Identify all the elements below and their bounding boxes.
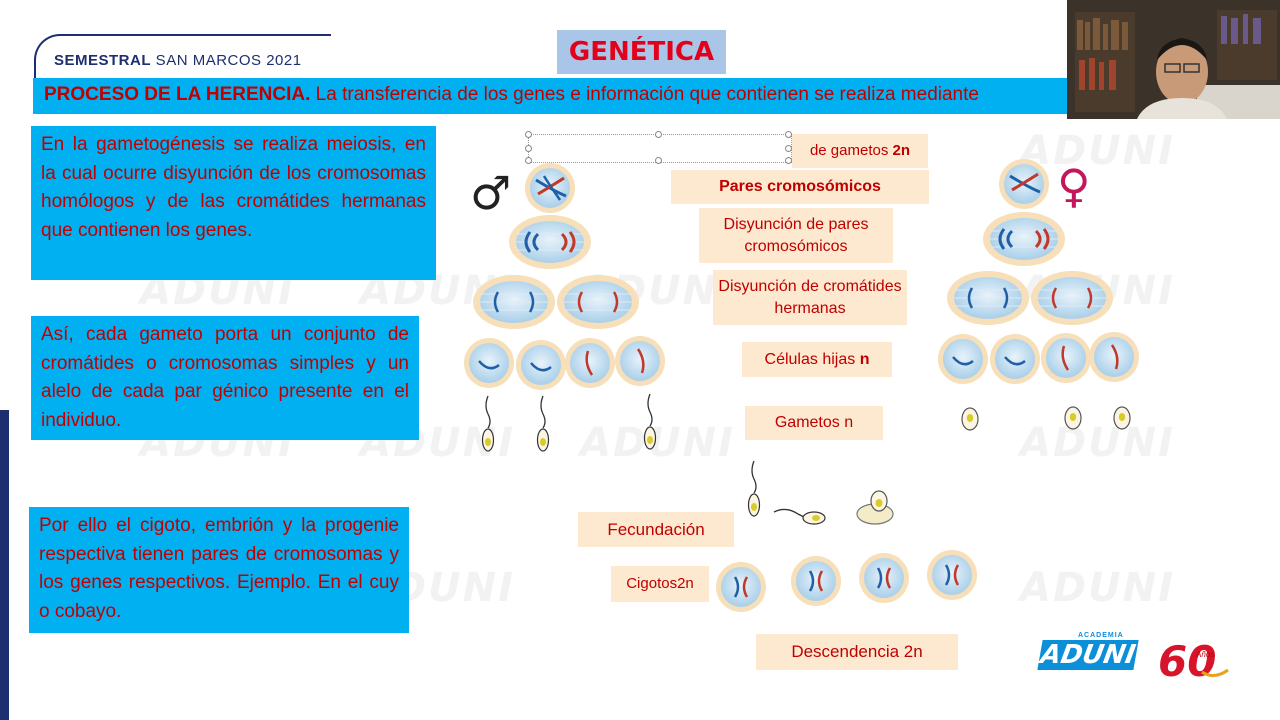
male-parent-cell bbox=[525, 163, 575, 213]
label-celulas-bold: n bbox=[859, 350, 870, 368]
course-header: SEMESTRAL SAN MARCOS 2021 bbox=[54, 52, 302, 69]
watermark: ADUNI bbox=[1020, 420, 1175, 466]
text-gameto: Así, cada gameto porta un conjunto de cr… bbox=[41, 324, 409, 431]
course-name-bold: SEMESTRAL bbox=[54, 52, 152, 69]
left-accent-bar bbox=[0, 410, 9, 720]
label-gametos-bold: 2n bbox=[892, 142, 911, 159]
resize-handle[interactable] bbox=[785, 157, 792, 164]
label-gametos-2n: de gametos 2n bbox=[792, 134, 928, 168]
resize-handle[interactable] bbox=[525, 145, 532, 152]
banner-description: La transferencia de los genes e informac… bbox=[310, 84, 979, 105]
anniversary-number: 60 bbox=[1158, 637, 1216, 684]
female-symbol-icon: ♀ bbox=[1057, 159, 1091, 213]
label-celulas-prefix: Células hijas bbox=[764, 350, 856, 368]
webcam-image bbox=[1067, 0, 1280, 119]
text-box-gameto: Así, cada gameto porta un conjunto de cr… bbox=[31, 316, 419, 440]
label-gametos-n: Gametos n bbox=[745, 406, 883, 440]
female-parent-cell bbox=[999, 159, 1049, 209]
label-disyuncion-cromatides: Disyunción de cromátides hermanas bbox=[713, 270, 907, 325]
label-disyuncion-pares: Disyunción de pares cromosómicos bbox=[699, 208, 893, 263]
fertilization-illustration bbox=[747, 460, 894, 525]
sperm-cells bbox=[481, 393, 657, 452]
banner-heading: PROCESO DE LA HERENCIA. bbox=[44, 84, 311, 105]
resize-handle[interactable] bbox=[655, 131, 662, 138]
watermark: ADUNI bbox=[1020, 128, 1175, 174]
egg-cells bbox=[961, 406, 1131, 431]
male-dividing-cell-2a bbox=[472, 274, 556, 330]
banner-text: PROCESO DE LA HERENCIA. La transferencia… bbox=[44, 84, 979, 106]
resize-handle[interactable] bbox=[785, 145, 792, 152]
course-name-rest: SAN MARCOS 2021 bbox=[151, 52, 302, 69]
label-gametos-prefix: de gametos bbox=[809, 142, 889, 159]
aduni-logo: ADUNI bbox=[1037, 640, 1139, 670]
female-dividing-cell-2a bbox=[946, 270, 1030, 326]
anniversary-logo: 60 bbox=[1158, 637, 1229, 684]
resize-handle[interactable] bbox=[655, 157, 662, 164]
text-box-gametogenesis: En la gametogénesis se realiza meiosis, … bbox=[31, 126, 436, 280]
title-box bbox=[557, 30, 726, 74]
watermark: ADUNI bbox=[1020, 565, 1175, 611]
topic-banner: PROCESO DE LA HERENCIA. La transferencia… bbox=[33, 78, 1073, 114]
text-box-cigoto: Por ello el cigoto, embrión y la progeni… bbox=[29, 507, 409, 633]
text-gametogenesis: En la gametogénesis se realiza meiosis, … bbox=[41, 134, 426, 241]
resize-handle[interactable] bbox=[525, 157, 532, 164]
male-symbol-icon: ♂ bbox=[470, 166, 512, 220]
resize-handle[interactable] bbox=[525, 131, 532, 138]
label-celulas-hijas: Células hijas n bbox=[742, 342, 892, 377]
female-dividing-cell-1 bbox=[982, 211, 1066, 267]
label-cigotos: Cigotos2n bbox=[611, 566, 709, 602]
zygote-cells bbox=[716, 550, 977, 612]
male-dividing-cell-2b bbox=[556, 274, 640, 330]
male-daughter-cells bbox=[464, 336, 665, 390]
label-fecundacion: Fecundación bbox=[578, 512, 734, 547]
page-title: GENÉTICA bbox=[568, 37, 715, 67]
logo-subtitle: ACADEMIA bbox=[1078, 632, 1124, 639]
label-descendencia: Descendencia 2n bbox=[756, 634, 958, 670]
anniversary-word: Años bbox=[1196, 650, 1215, 659]
webcam-feed bbox=[1067, 0, 1280, 119]
text-cigoto: Por ello el cigoto, embrión y la progeni… bbox=[39, 515, 399, 622]
female-dividing-cell-2b bbox=[1030, 270, 1114, 326]
text-placeholder-selection[interactable] bbox=[525, 131, 792, 164]
resize-handle[interactable] bbox=[785, 131, 792, 138]
male-dividing-cell-1 bbox=[508, 214, 592, 270]
label-pares-cromosomicos: Pares cromosómicos bbox=[671, 170, 929, 204]
watermark: ADUNI bbox=[580, 420, 735, 466]
female-daughter-cells bbox=[938, 332, 1139, 384]
header-decoration bbox=[34, 34, 331, 78]
